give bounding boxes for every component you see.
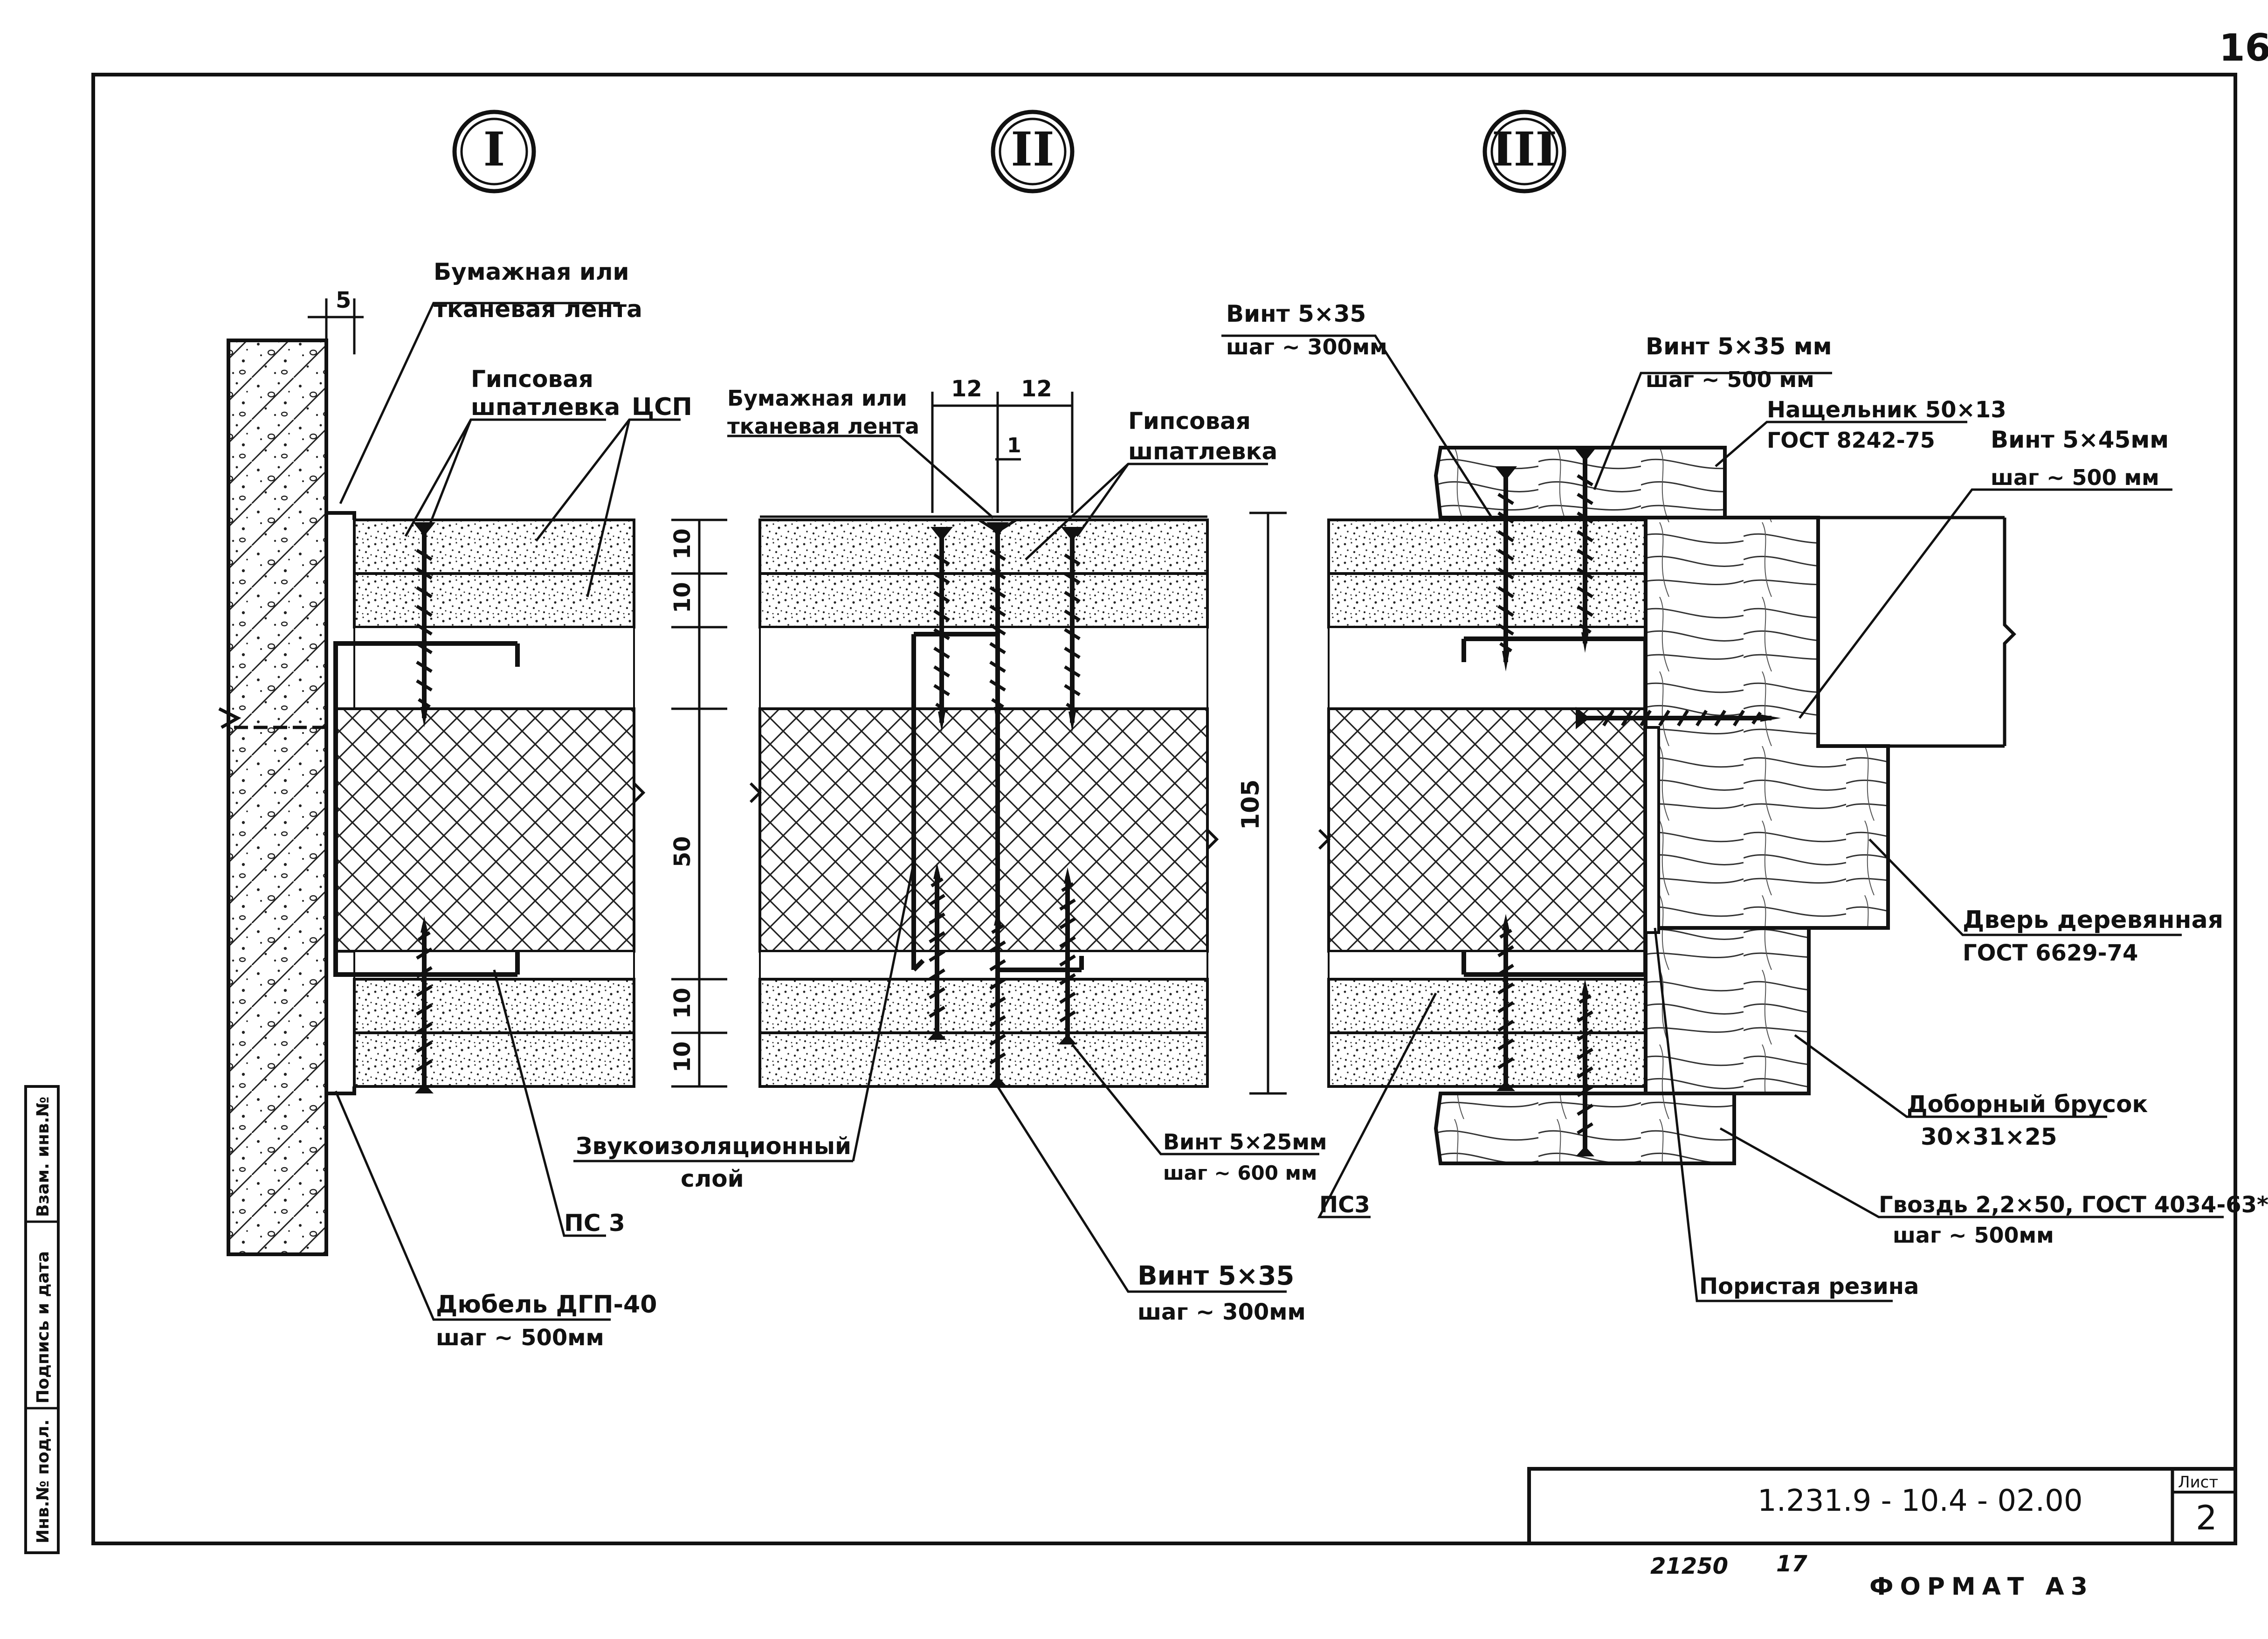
label-screw-d-line1: Винт 5×25мм <box>1163 1129 1327 1155</box>
side-stamp: Взам. инв.№ Подпись и дата Инв.№ подл. <box>24 1085 60 1554</box>
label-screw-b-line2: шаг ~ 500 мм <box>1646 367 1814 392</box>
section-2-detail <box>749 515 1219 1088</box>
title-block-sheet-label: Лист <box>2178 1473 2218 1492</box>
sound-insulation-core <box>334 707 635 953</box>
label-ps3-right: ПС3 <box>1319 1192 1370 1218</box>
label-sound-line1: Звукоизоляционный <box>576 1133 851 1160</box>
label-bar-line1: Доборный брусок <box>1907 1091 2148 1118</box>
csp-layer <box>1327 519 1647 575</box>
dim-layer-2: 10 <box>669 582 696 613</box>
csp-layer <box>758 572 1209 629</box>
dim-total: 105 <box>1237 779 1265 830</box>
label-bar-line2: 30×31×25 <box>1921 1123 2057 1150</box>
label-ps3-left: ПС 3 <box>564 1210 625 1237</box>
side-stamp-inv: Инв.№ подл. <box>34 1419 53 1543</box>
label-strip-line2: ГОСТ 8242-75 <box>1767 428 1935 453</box>
concrete-wall <box>227 339 328 1256</box>
label-screw-a-line1: Винт 5×35 <box>1226 300 1366 327</box>
ps3-profile <box>333 641 520 977</box>
section-marker-2: II <box>991 110 1075 194</box>
dim-layer-4: 10 <box>669 1041 696 1072</box>
callouts: Бумажная или тканевая лента Гипсовая шпа… <box>434 258 2268 1351</box>
label-tape-1-line2: тканевая лента <box>434 296 642 323</box>
csp-layer <box>353 1031 635 1088</box>
side-stamp-signature: Подпись и дата <box>34 1251 53 1404</box>
label-tape-2-line1: Бумажная или <box>727 386 907 411</box>
side-stamp-vzam: Взам. инв.№ <box>34 1097 53 1217</box>
cover-strip-top <box>1434 446 1727 519</box>
label-door-line1: Дверь деревянная <box>1963 906 2223 934</box>
bottom-note-left: 21250 <box>1650 1553 1728 1579</box>
csp-layer <box>353 519 635 575</box>
dim-joint-left: 12 <box>951 376 982 402</box>
dim-layer-3: 10 <box>669 988 696 1019</box>
sound-insulation-core <box>1327 707 1647 953</box>
csp-layer <box>353 978 635 1034</box>
door-leaf <box>1644 516 1890 930</box>
format-label: ФОРМАТ А3 <box>1869 1573 2094 1601</box>
section-marker-3: III <box>1482 110 1566 194</box>
dim-gap: 5 <box>336 287 351 313</box>
sound-insulation-core <box>758 707 1209 953</box>
dim-joint-right: 12 <box>1021 376 1052 402</box>
csp-layer <box>758 1031 1209 1088</box>
title-block: 1.231.9 - 10.4 - 02.00 Лист 2 <box>1527 1467 2237 1545</box>
leader-lines <box>334 302 2224 1321</box>
label-tape-1-line1: Бумажная или <box>434 258 629 285</box>
label-nail-line1: Гвоздь 2,2×50, ГОСТ 4034-63* <box>1879 1192 2268 1218</box>
svg-text:II: II <box>1011 122 1055 177</box>
porous-rubber <box>1644 726 1660 934</box>
label-screw-b-line1: Винт 5×35 мм <box>1646 333 1832 360</box>
csp-layer <box>758 519 1209 575</box>
title-block-sheet-number: 2 <box>2196 1498 2217 1537</box>
csp-layer <box>1327 572 1647 629</box>
section-1-detail <box>218 339 646 1256</box>
svg-text:I: I <box>483 122 505 177</box>
section-3-detail <box>1318 446 2016 1165</box>
label-putty-2-line2: шпатлевка <box>1128 438 1277 465</box>
dim-core: 50 <box>669 836 696 867</box>
label-door-line2: ГОСТ 6629-74 <box>1963 940 2138 966</box>
label-screw-e-line2: шаг ~ 300мм <box>1137 1299 1306 1325</box>
label-screw-e-line1: Винт 5×35 <box>1137 1261 1294 1291</box>
label-tape-2-line2: тканевая лента <box>727 414 919 439</box>
svg-text:III: III <box>1492 122 1557 177</box>
label-putty-1-line1: Гипсовая <box>471 366 593 393</box>
drawing-frame <box>91 73 2237 1545</box>
csp-layer <box>758 978 1209 1034</box>
csp-layer <box>1327 978 1647 1034</box>
dimension-lines <box>308 298 1287 1095</box>
label-screw-c-line2: шаг ~ 500 мм <box>1991 465 2159 490</box>
label-nail-line2: шаг ~ 500мм <box>1893 1223 2054 1248</box>
label-putty-1-line2: шпатлевка <box>471 394 620 421</box>
label-screw-c-line1: Винт 5×45мм <box>1991 426 2169 453</box>
label-rubber: Пористая резина <box>1699 1273 1919 1300</box>
dim-layer-1: 10 <box>669 528 696 560</box>
label-putty-2-line1: Гипсовая <box>1128 408 1251 435</box>
dim-joint-gap: 1 <box>1007 434 1021 457</box>
title-block-code: 1.231.9 - 10.4 - 02.00 <box>1758 1484 2083 1518</box>
label-csp: ЦСП <box>632 393 692 421</box>
csp-layer <box>1327 1031 1647 1088</box>
page-number: 16 <box>2219 26 2268 69</box>
label-dowel-line2: шаг ~ 500мм <box>436 1325 604 1351</box>
label-dowel-line1: Дюбель ДГП-40 <box>436 1291 657 1319</box>
label-strip-line1: Нащельник 50×13 <box>1767 397 2006 423</box>
label-screw-d-line2: шаг ~ 600 мм <box>1163 1162 1317 1184</box>
bottom-note-right: 17 <box>1776 1551 1807 1577</box>
extra-bar <box>1644 926 1811 1095</box>
label-screw-a-line2: шаг ~ 300мм <box>1226 334 1387 360</box>
label-sound-line2: слой <box>681 1165 744 1192</box>
section-marker-1: I <box>452 110 536 194</box>
